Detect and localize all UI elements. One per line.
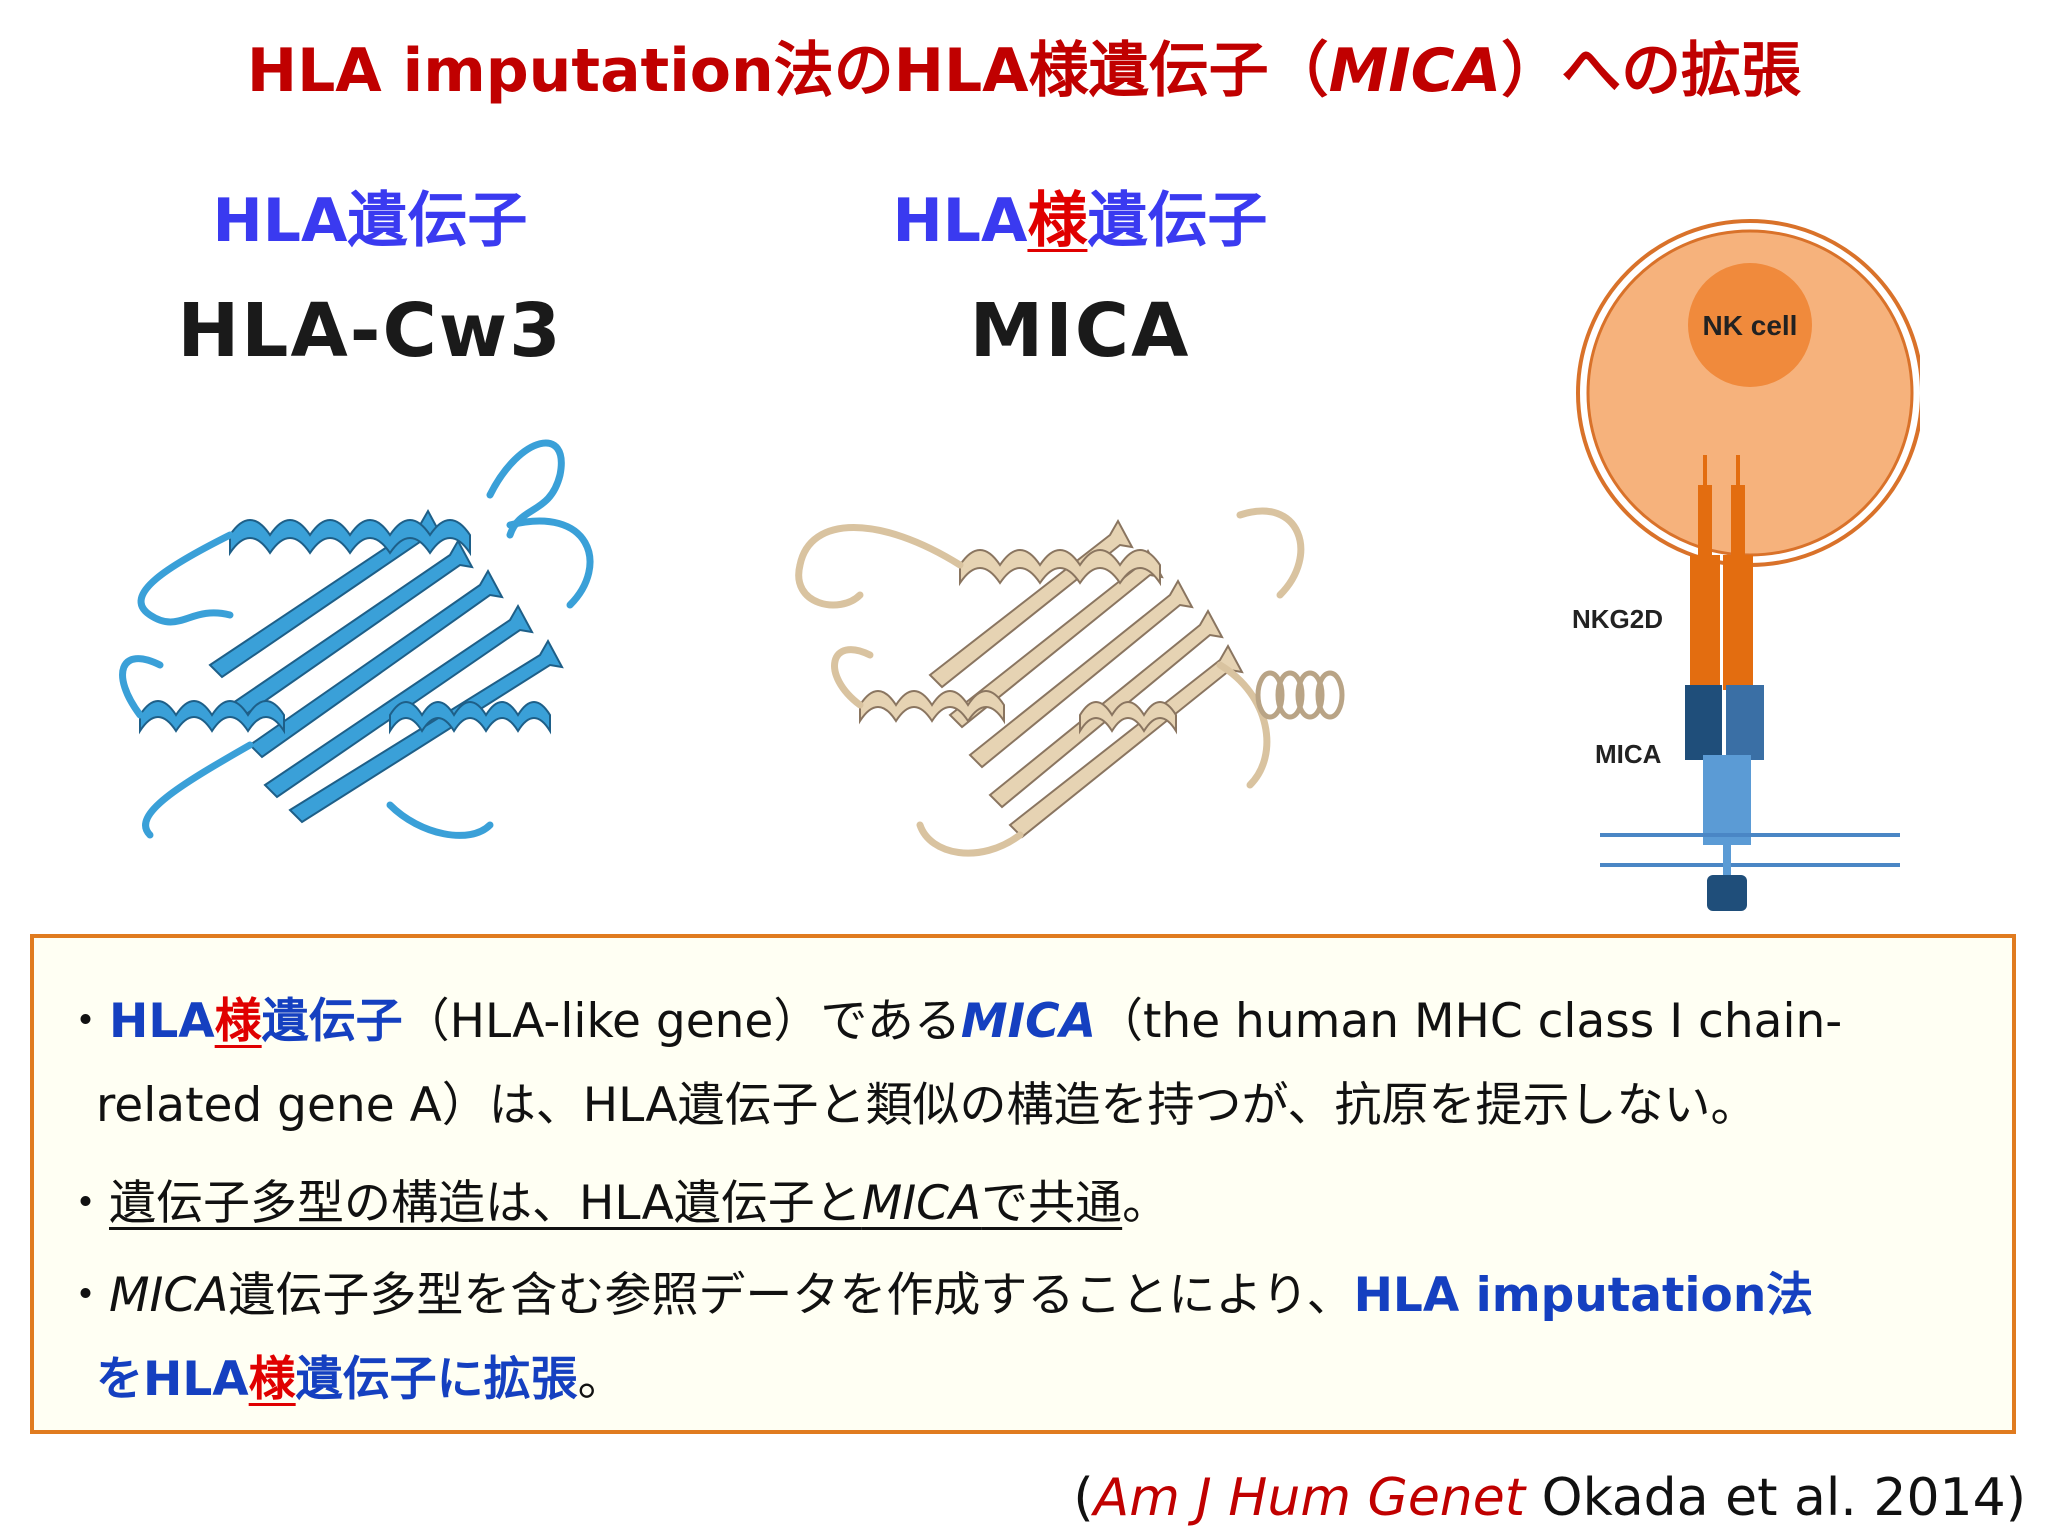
summary-box: ・HLA様遺伝子（HLA-like gene）であるMICA（the human… bbox=[30, 934, 2016, 1434]
protein-ribbon-icon bbox=[139, 508, 564, 824]
mica-cytoplasmic-tail bbox=[1707, 875, 1747, 911]
bullet-3-line-1: ・MICA遺伝子多型を含む参照データを作成することにより、HLA imputat… bbox=[62, 1268, 1814, 1323]
nkg2d-transmembrane-left bbox=[1698, 485, 1712, 565]
mica-protein-image bbox=[795, 507, 1345, 857]
citation-journal: Am J Hum Genet bbox=[1093, 1468, 1526, 1528]
nkg2d-receptor-right bbox=[1723, 555, 1753, 690]
left-protein-name: HLA-Cw3 bbox=[177, 288, 563, 374]
bullet-2: ・遺伝子多型の構造は、HLA遺伝子とMICAで共通。 bbox=[62, 1176, 1170, 1231]
nkg2d-receptor-left bbox=[1690, 555, 1720, 690]
nkg2d-label: NKG2D bbox=[1572, 604, 1663, 634]
bullet-1-line-1: ・HLA様遺伝子（HLA-like gene）であるMICA（the human… bbox=[62, 994, 1843, 1049]
citation: (Am J Hum Genet Okada et al. 2014) bbox=[1073, 1468, 2026, 1528]
nkg2d-transmembrane-right bbox=[1731, 485, 1745, 565]
bullet-3-line-2: をHLA様遺伝子に拡張。 bbox=[96, 1352, 625, 1407]
nk-cell-diagram: NK cell NKG2D MICA bbox=[1572, 219, 1920, 911]
page-title: HLA imputation法のHLA様遺伝子（MICA）への拡張 bbox=[0, 22, 2048, 109]
mica-alpha3-domain bbox=[1703, 755, 1751, 845]
title-text: HLA imputation法のHLA様遺伝子（ bbox=[246, 36, 1329, 106]
mica-alpha-domain-right bbox=[1726, 685, 1764, 760]
protein-ribbon-icon bbox=[859, 518, 1244, 839]
middle-protein-name: MICA bbox=[969, 288, 1191, 374]
hla-cw3-protein-image bbox=[119, 439, 594, 839]
bullet-1-line-2: related gene A）は、HLA遺伝子と類似の構造を持つが、抗原を提示し… bbox=[96, 1078, 1758, 1133]
title-mica: MICA bbox=[1328, 36, 1502, 106]
left-heading: HLA遺伝子 bbox=[212, 186, 528, 256]
mica-label: MICA bbox=[1595, 739, 1662, 769]
nk-cell-nucleus bbox=[1688, 263, 1812, 387]
mica-alpha-domain-left bbox=[1685, 685, 1722, 760]
middle-heading: HLA様遺伝子 bbox=[892, 186, 1268, 256]
nk-cell-label: NK cell bbox=[1703, 310, 1798, 341]
title-text-end: ）への拡張 bbox=[1501, 36, 1802, 106]
